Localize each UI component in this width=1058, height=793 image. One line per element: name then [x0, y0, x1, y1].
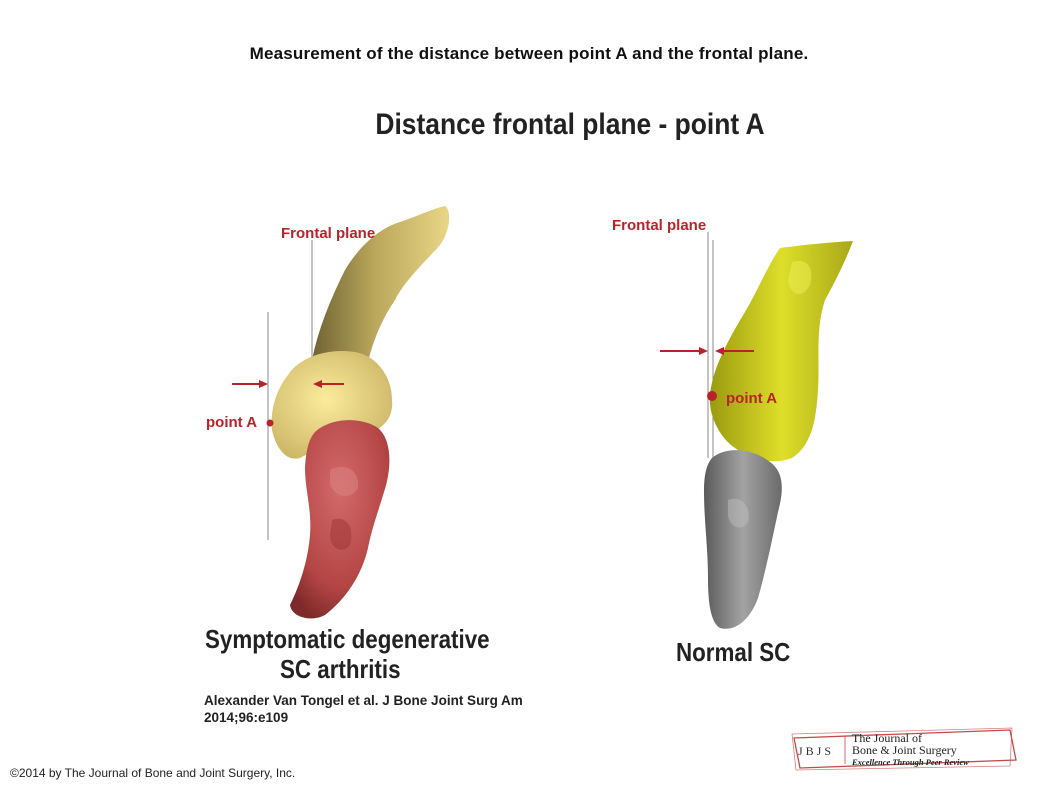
left-clavicle-shaft: [312, 206, 450, 362]
right-frontal-plane-label: Frontal plane: [612, 217, 706, 234]
left-frontal-plane-label: Frontal plane: [281, 225, 375, 242]
left-panel: Frontal plane point A: [206, 206, 450, 619]
slide-title: Measurement of the distance between poin…: [249, 44, 809, 63]
copyright: ©2014 by The Journal of Bone and Joint S…: [10, 766, 296, 780]
logo-line1: The Journal of: [852, 731, 922, 745]
right-arrow-right: [660, 347, 708, 355]
logo-mark: JBJS: [798, 744, 834, 758]
citation: Alexander Van Tongel et al. J Bone Joint…: [204, 693, 523, 725]
right-sternum: [704, 450, 782, 629]
right-panel: Frontal plane point A: [612, 217, 853, 629]
left-arrow-left: [313, 380, 344, 388]
left-point-a-label: point A: [206, 414, 257, 431]
logo-line2: Bone & Joint Surgery: [852, 743, 957, 757]
jbjs-logo: JBJS The Journal of Bone & Joint Surgery…: [791, 727, 1017, 771]
right-clavicle: [709, 241, 853, 462]
left-arrow-right: [232, 380, 268, 388]
right-point-a-label: point A: [726, 390, 777, 407]
left-caption-line1: Symptomatic degenerative: [205, 624, 490, 654]
left-caption-line2: SC arthritis: [280, 654, 401, 684]
logo-tagline: Excellence Through Peer Review: [851, 757, 969, 767]
right-arrow-left: [715, 347, 754, 355]
left-point-a-marker: [266, 419, 274, 427]
right-point-a-marker: [707, 391, 717, 401]
figure-title: Distance frontal plane - point A: [375, 108, 765, 141]
right-caption: Normal SC: [676, 637, 791, 667]
